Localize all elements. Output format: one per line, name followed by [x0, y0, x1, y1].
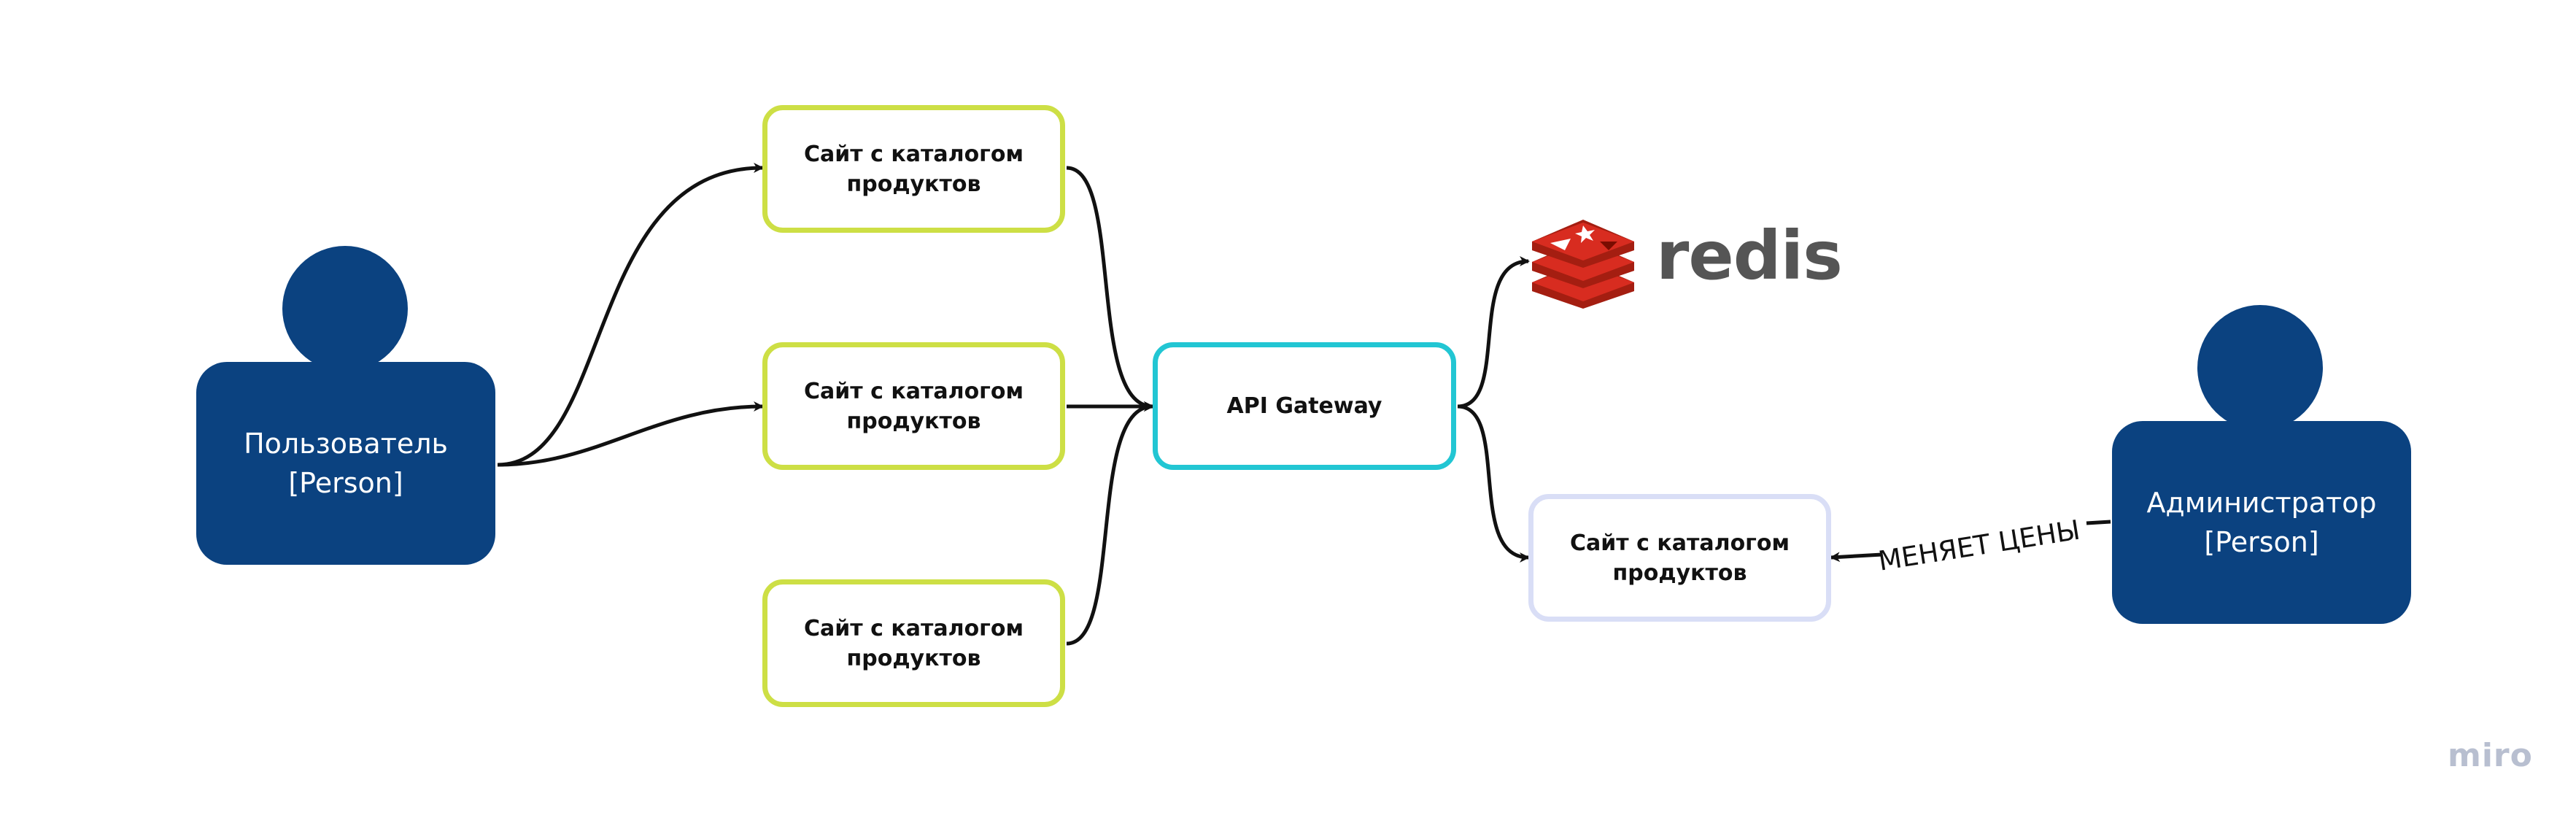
admin-person-head-icon	[2197, 305, 2323, 431]
user-person-head-icon	[282, 246, 408, 371]
api-gateway-label: API Gateway	[1226, 393, 1382, 419]
edge-user-to-site-1	[497, 163, 764, 467]
user-actor[interactable]: Пользователь [Person]	[196, 362, 495, 565]
user-actor-type: [Person]	[288, 467, 403, 499]
site-box-3-line2: продуктов	[846, 645, 981, 671]
edge-user-to-site-2	[497, 401, 764, 467]
miro-watermark: miro	[2448, 737, 2533, 774]
redis-logo-icon	[1532, 220, 1634, 309]
user-actor-name: Пользователь	[244, 428, 448, 460]
edge-site-3-to-gateway	[1066, 401, 1154, 646]
admin-actor-name: Администратор	[2146, 487, 2377, 519]
site-box-2[interactable]: Сайт с каталогом продуктов	[762, 342, 1065, 470]
edge-gateway-to-redis	[1457, 256, 1530, 409]
redis-wordmark: redis	[1656, 217, 1843, 295]
site-box-3-line1: Сайт с каталогом	[804, 615, 1024, 641]
admin-actor[interactable]: Администратор [Person]	[2112, 421, 2411, 624]
catalog-service-box[interactable]: Сайт с каталогом продуктов	[1528, 494, 1831, 622]
site-box-1-line2: продуктов	[846, 171, 981, 197]
catalog-service-line1: Сайт с каталогом	[1570, 530, 1790, 556]
site-box-2-line1: Сайт с каталогом	[804, 378, 1024, 404]
edge-site-1-to-gateway	[1066, 166, 1154, 412]
edge-gateway-to-service	[1457, 404, 1530, 563]
site-box-3[interactable]: Сайт с каталогом продуктов	[762, 579, 1065, 707]
site-box-2-line2: продуктов	[846, 408, 981, 434]
api-gateway-box[interactable]: API Gateway	[1153, 342, 1456, 470]
site-box-1[interactable]: Сайт с каталогом продуктов	[762, 105, 1065, 233]
site-box-1-line1: Сайт с каталогом	[804, 141, 1024, 167]
edge-admin-to-service	[1831, 520, 2111, 557]
admin-actor-type: [Person]	[2204, 526, 2319, 558]
catalog-service-line2: продуктов	[1612, 560, 1747, 586]
